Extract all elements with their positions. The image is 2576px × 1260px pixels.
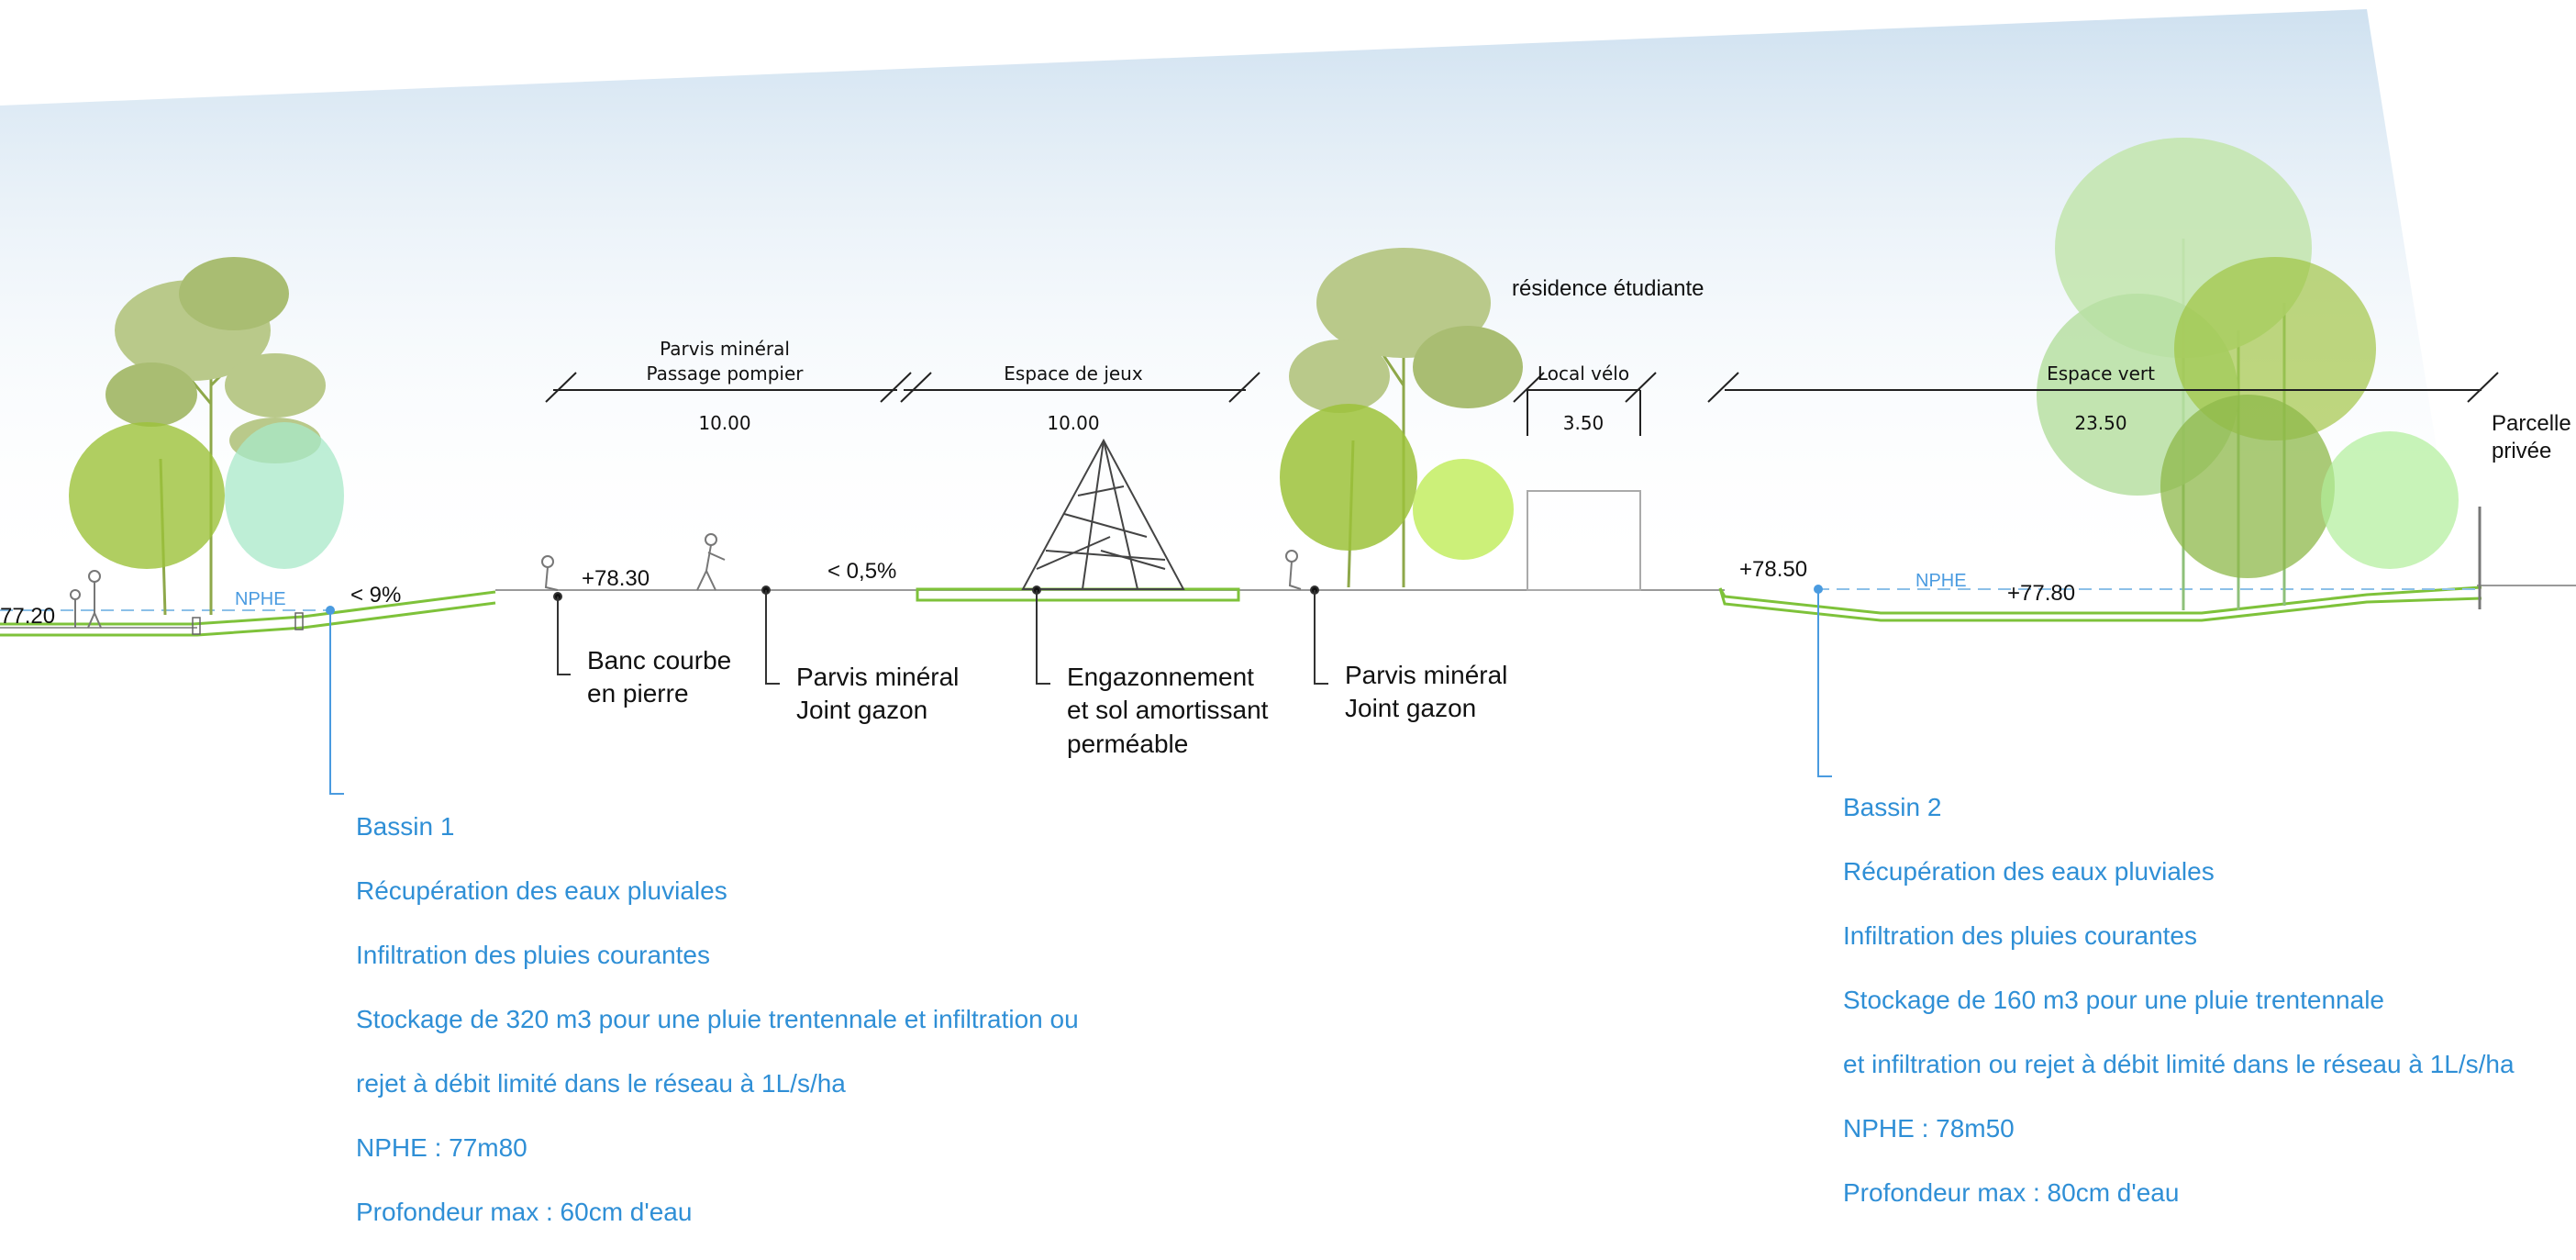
dimension-espace-vert-value: 23.50 (2074, 412, 2127, 434)
people-figures (70, 533, 1302, 629)
bassin-1-line: Infiltration des pluies courantes (356, 941, 710, 969)
elevation-parvis: +78.30 (582, 566, 650, 591)
nphe-tag-2: NPHE (1915, 571, 1967, 591)
elevation-slope: < 9% (350, 583, 402, 608)
play-structure (1021, 438, 1185, 590)
tree-left-group (69, 257, 344, 616)
sky-backdrop (0, 9, 2459, 587)
elevation-basin2-bottom: +77.80 (2007, 581, 2076, 606)
dimension-parvis-value: 10.00 (698, 412, 751, 434)
label-residence: résidence étudiante (1512, 276, 1704, 301)
elevation-basin2-top: +78.50 (1739, 557, 1808, 582)
bassin-2-line: Infiltration des pluies courantes (1843, 921, 2197, 950)
bassin-1-line: NPHE : 77m80 (356, 1133, 527, 1162)
basin-1-profile (0, 590, 496, 637)
bassin-1-note: Bassin 1 Récupération des eaux pluviales… (356, 778, 1079, 1260)
tree-right-group (2037, 138, 2459, 610)
bassin-2-line: Récupération des eaux pluviales (1843, 857, 2215, 886)
dimension-velo-value: 3.50 (1562, 412, 1604, 434)
dimension-espace-vert: Espace vert 23.50 (1963, 337, 2238, 461)
section-drawing (0, 9, 2576, 795)
callout-parvis-joint-2: Parvis minéral Joint gazon (1345, 661, 1508, 723)
basin-2-profile (1718, 585, 2482, 622)
dimension-jeux-title: Espace de jeux (1004, 362, 1143, 385)
tree-middle-group (1280, 248, 1523, 588)
callout-engazonnement: Engazonnement et sol amortissant perméab… (1067, 663, 1269, 758)
bassin-leaders (326, 585, 1832, 795)
bassin-1-line: Stockage de 320 m3 pour une pluie trente… (356, 1005, 1079, 1033)
label-parcelle: Parcelle privée (2492, 411, 2571, 463)
dimension-parvis: Parvis minéral Passage pompier 10.00 (587, 312, 862, 461)
callout-banc: Banc courbe en pierre (587, 646, 732, 708)
bike-shelter (1527, 490, 1641, 591)
bassin-2-title: Bassin 2 (1843, 793, 1942, 821)
dimension-jeux: Espace de jeux 10.00 (936, 337, 1211, 461)
bassin-2-line: Stockage de 160 m3 pour une pluie trente… (1843, 986, 2384, 1014)
bassin-2-line: NPHE : 78m50 (1843, 1114, 2015, 1143)
callout-leaders (553, 585, 1328, 685)
bassin-2-note: Bassin 2 Récupération des eaux pluviales… (1843, 759, 2515, 1241)
elevation-slope-small: < 0,5% (827, 559, 897, 584)
bassin-1-title: Bassin 1 (356, 812, 455, 841)
bassin-1-line: Profondeur max : 60cm d'eau (356, 1198, 693, 1226)
dimension-parvis-title: Parvis minéral Passage pompier (646, 338, 804, 385)
dimension-velo: Local vélo 3.50 (1492, 337, 1675, 461)
bassin-1-line: Récupération des eaux pluviales (356, 876, 727, 905)
callout-parvis-joint-1: Parvis minéral Joint gazon (796, 663, 960, 725)
bassin-1-line: rejet à débit limité dans le réseau à 1L… (356, 1069, 846, 1098)
dimension-velo-title: Local vélo (1537, 362, 1630, 385)
dimension-espace-vert-title: Espace vert (2047, 362, 2155, 385)
dimension-lines (545, 372, 2499, 436)
nphe-tag-1: NPHE (235, 589, 286, 609)
bassin-2-line: et infiltration ou rejet à débit limité … (1843, 1050, 2515, 1078)
dimension-jeux-value: 10.00 (1047, 412, 1100, 434)
elevation-left-edge: 77.20 (0, 604, 56, 629)
bassin-2-line: Profondeur max : 80cm d'eau (1843, 1178, 2180, 1207)
